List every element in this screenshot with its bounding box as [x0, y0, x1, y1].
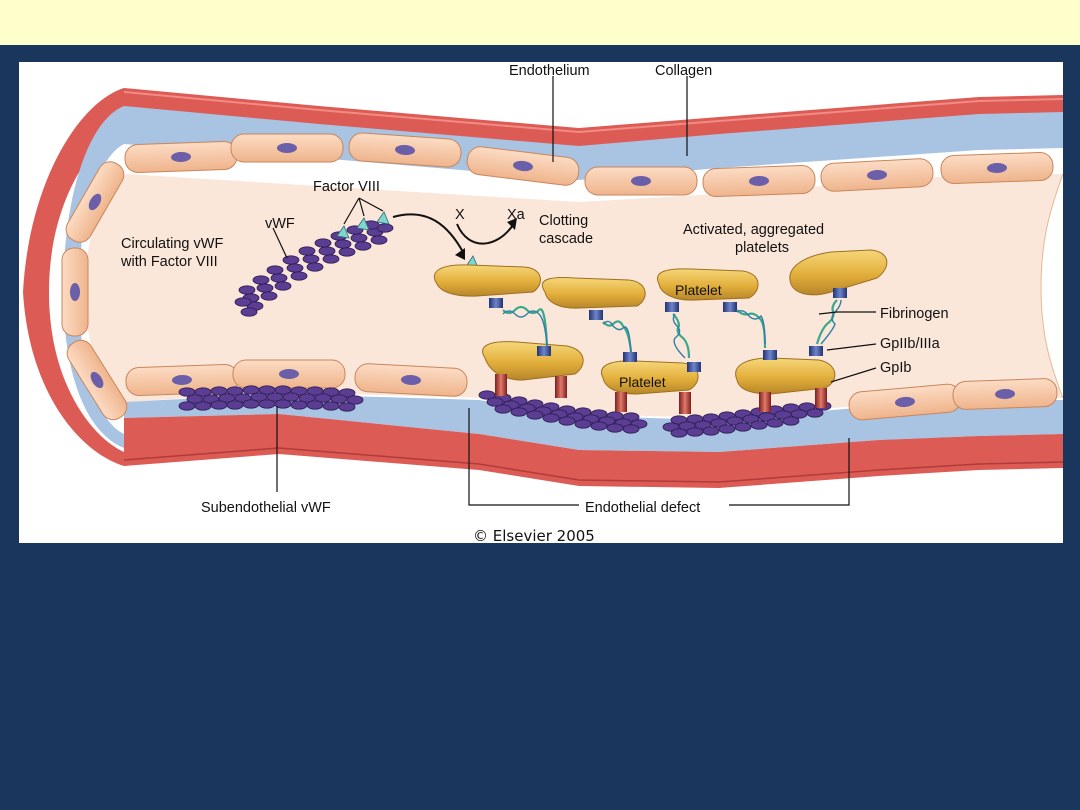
label-platelets: platelets [735, 240, 789, 256]
vessel-diagram: Endothelium Collagen Factor VIII vWF Cir… [23, 63, 1063, 543]
label-subendothelial-vwf: Subendothelial vWF [201, 500, 331, 516]
leader-lines [276, 76, 877, 506]
factor-viii-pointers [272, 197, 384, 259]
label-gp1b: GpIb [880, 360, 911, 376]
label-factor-viii: Factor VIII [313, 179, 380, 195]
copyright-notice: © Elsevier 2005 [473, 527, 595, 543]
gp2b3a-receptors [489, 288, 847, 372]
label-activated-aggregated: Activated, aggregated [683, 222, 824, 238]
label-with-factor-viii: with Factor VIII [120, 254, 218, 270]
vessel-diagram-panel: Endothelium Collagen Factor VIII vWF Cir… [19, 62, 1063, 543]
label-vwf: vWF [265, 216, 295, 232]
label-fibrinogen: Fibrinogen [880, 306, 949, 322]
label-endothelium: Endothelium [509, 63, 590, 79]
gp1b-receptors [495, 374, 827, 414]
label-platelet-mid: Platelet [619, 374, 666, 390]
label-gp2b3a: GpIIb/IIIa [880, 336, 941, 352]
label-circulating-vwf: Circulating vWF [121, 236, 223, 252]
label-platelet-top: Platelet [675, 282, 722, 298]
label-clotting: Clotting [539, 213, 588, 229]
label-collagen: Collagen [655, 63, 712, 79]
label-cascade: cascade [539, 231, 593, 247]
platelet [433, 264, 541, 297]
endothelial-cells [61, 132, 1058, 421]
platelet [541, 277, 646, 309]
activation-arrows [392, 213, 517, 260]
platelets [433, 249, 888, 395]
label-xa: Xa [507, 207, 526, 223]
label-endothelial-defect: Endothelial defect [585, 500, 700, 516]
platelet [735, 357, 836, 395]
label-x: X [455, 207, 465, 223]
platelet [789, 249, 888, 296]
fibrinogen-bridges [502, 299, 842, 359]
title-band [0, 0, 1080, 45]
platelet [601, 360, 699, 395]
diagram-labels: Endothelium Collagen Factor VIII vWF Cir… [120, 63, 949, 543]
platelet [657, 268, 759, 301]
